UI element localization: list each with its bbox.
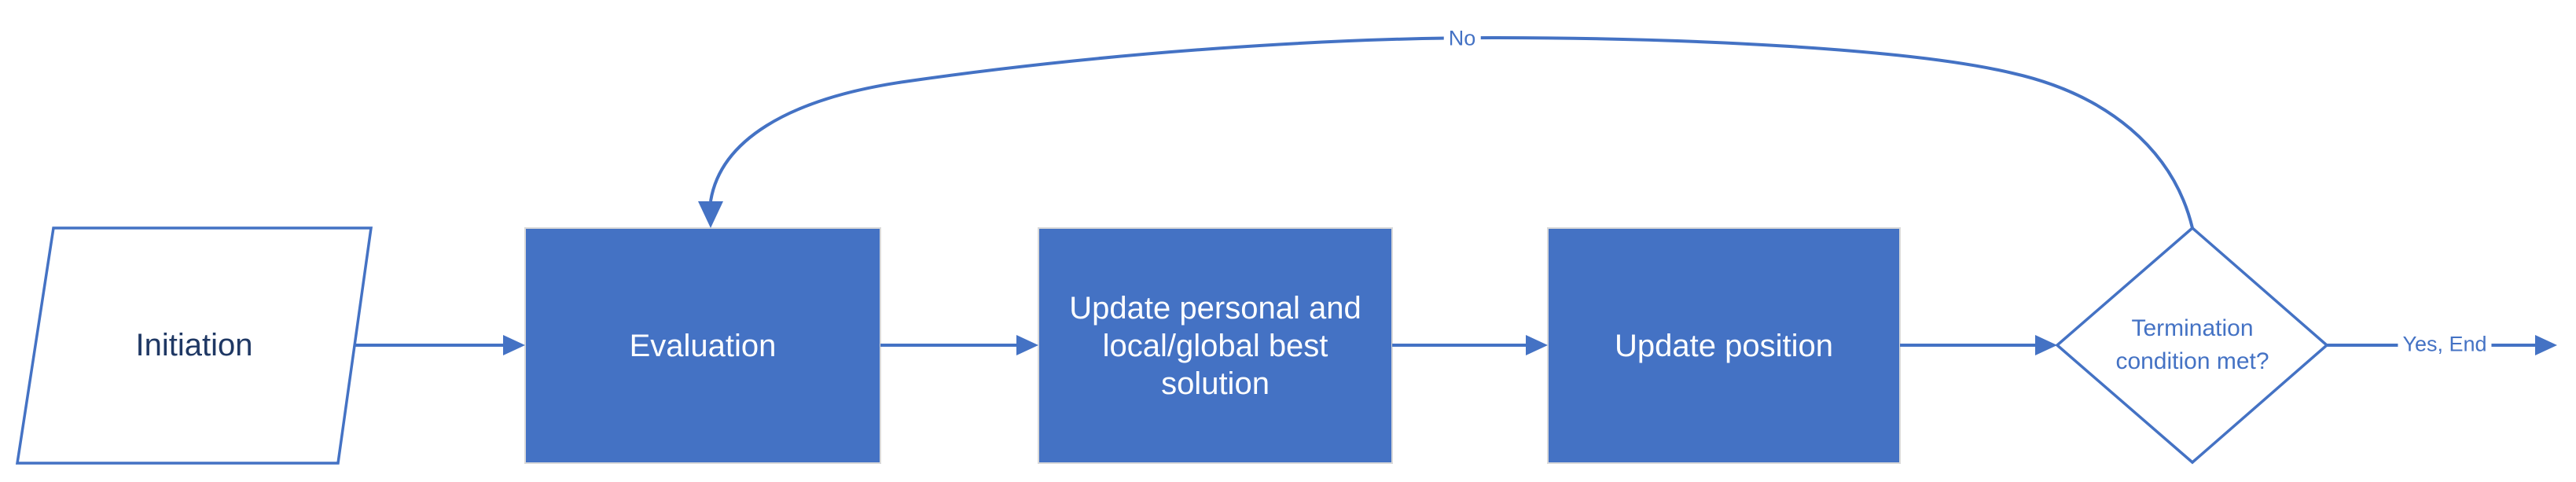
evaluation-box-shape	[524, 227, 881, 464]
edge-termination-to-evaluation-feedback	[698, 35, 2194, 229]
initiation-parallelogram-shape	[15, 226, 373, 465]
arrowhead-right-icon	[1526, 335, 1548, 355]
update-position-box-shape	[1547, 227, 1901, 464]
arrowhead-down-icon	[698, 201, 723, 228]
arrowhead-right-icon	[503, 335, 525, 355]
termination-diamond-shape	[2055, 226, 2329, 465]
edge-termination-to-end	[2327, 335, 2557, 355]
edge-initiation-to-evaluation	[355, 335, 525, 355]
update-best-box-shape	[1038, 227, 1393, 464]
edge-evaluation-to-update-best	[880, 335, 1038, 355]
arrowhead-right-icon	[2035, 335, 2057, 355]
edge-update-position-to-termination	[1900, 335, 2057, 355]
edge-update-best-to-update-position	[1392, 335, 1548, 355]
arrowhead-right-icon	[2535, 335, 2557, 355]
arrowhead-right-icon	[1016, 335, 1038, 355]
